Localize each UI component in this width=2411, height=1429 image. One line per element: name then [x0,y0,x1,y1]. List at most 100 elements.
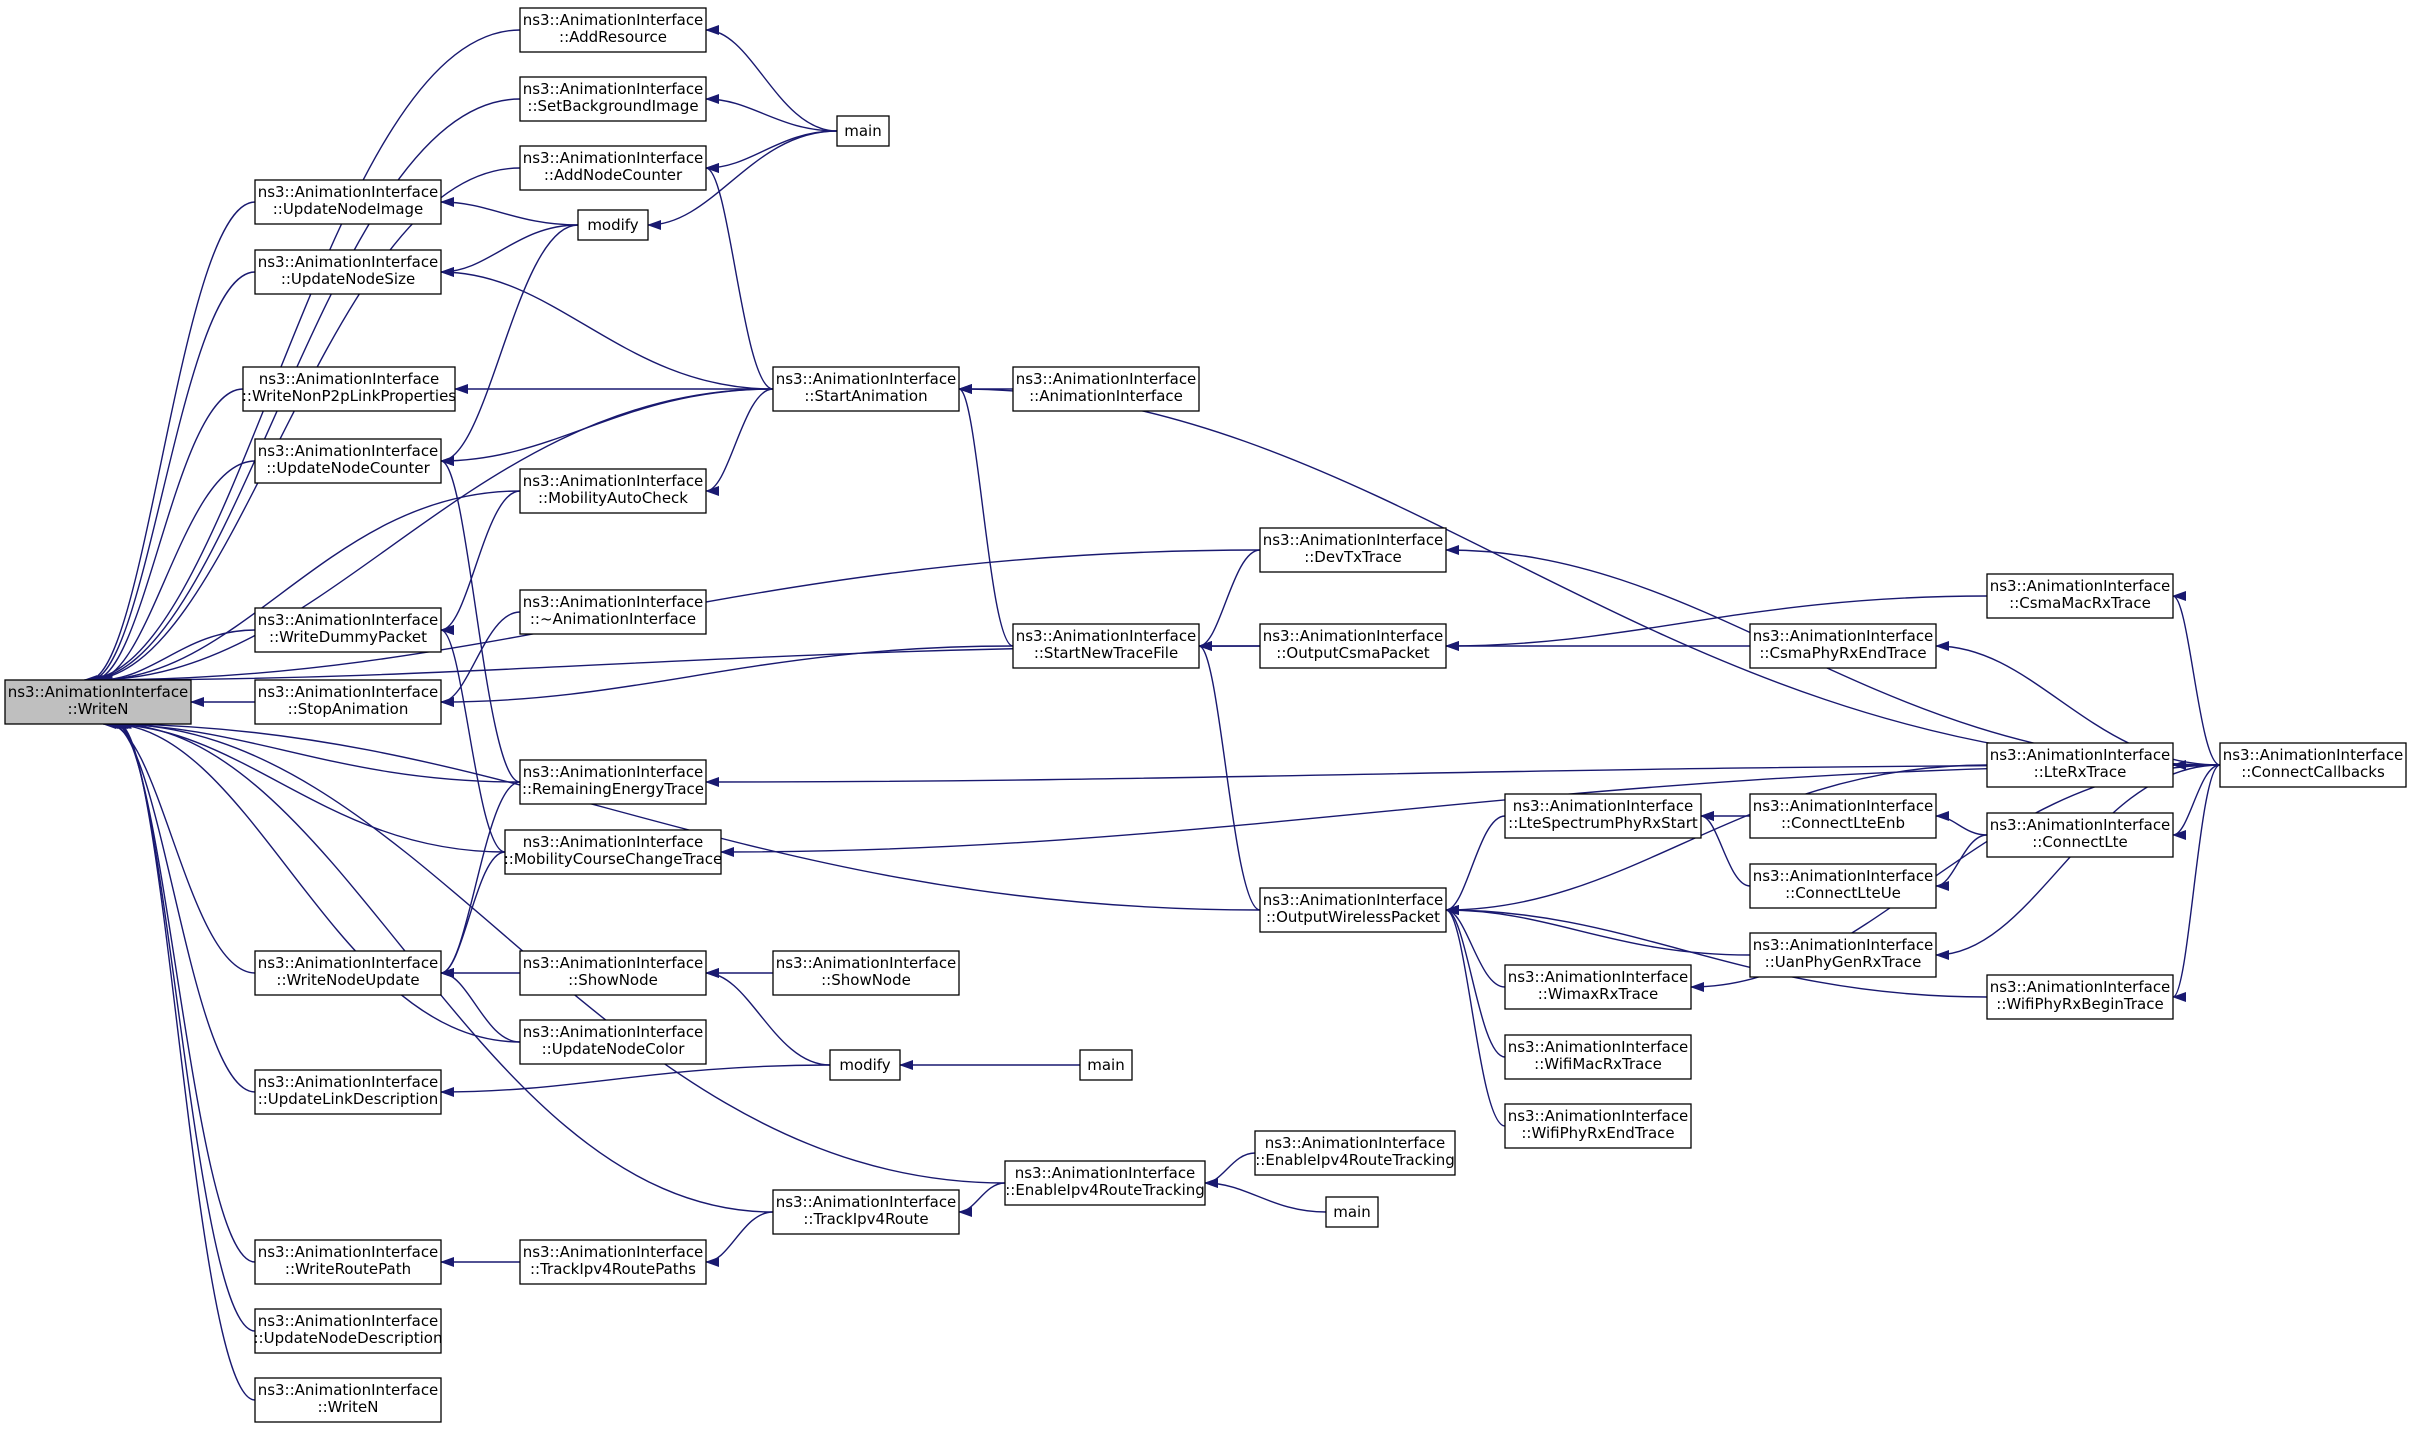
node-write-node-update[interactable]: ns3::AnimationInterface::WriteNodeUpdate [254,950,442,996]
node-modify2[interactable]: modify [829,1049,901,1081]
node-label-line1: ns3::AnimationInterface [258,611,439,629]
node-label-line2: ::StartAnimation [804,387,927,405]
node-write-route-path[interactable]: ns3::AnimationInterface::WriteRoutePath [254,1239,442,1285]
node-main3[interactable]: main [1325,1196,1379,1228]
node-label-line1: ns3::AnimationInterface [1265,1134,1446,1152]
node-label-line2: ::OutputWirelessPacket [1266,908,1440,926]
node-label-line2: ::EnableIpv4RouteTracking [1255,1151,1455,1169]
node-add-node-counter[interactable]: ns3::AnimationInterface::AddNodeCounter [519,145,707,191]
node-wifi-phy-rx-begin-trace[interactable]: ns3::AnimationInterface::WifiPhyRxBeginT… [1986,974,2174,1020]
edge-update-node-image-to-write-n-main [87,201,256,685]
node-label-line2: ::AnimationInterface [1029,387,1183,405]
node-box [519,1239,707,1285]
node-lte-spectrum-phy-rx-start[interactable]: ns3::AnimationInterface::LteSpectrumPhyR… [1504,793,1702,839]
node-stop-animation[interactable]: ns3::AnimationInterface::StopAnimation [254,679,442,725]
edge-write-node-update-to-write-n-main [106,719,256,974]
node-label-line1: ns3::AnimationInterface [1015,1164,1196,1182]
edge-enable-ipv4-route-tracking1-to-track-ipv4-route [958,1182,1006,1217]
node-csma-mac-rx-trace[interactable]: ns3::AnimationInterface::CsmaMacRxTrace [1986,573,2174,619]
node-box [519,950,707,996]
node-show-node1[interactable]: ns3::AnimationInterface::ShowNode [519,950,707,996]
node-box [254,950,442,996]
node-dtor[interactable]: ns3::AnimationInterface::~AnimationInter… [519,589,707,635]
node-output-wireless-packet[interactable]: ns3::AnimationInterface::OutputWirelessP… [1259,887,1447,933]
edge-connect-lte-to-connect-lte-enb [1935,811,1988,836]
node-remaining-energy-trace[interactable]: ns3::AnimationInterface::RemainingEnergy… [519,759,707,805]
node-label-line2: ::SetBackgroundImage [527,97,698,115]
node-lte-rx-trace[interactable]: ns3::AnimationInterface::LteRxTrace [1986,742,2174,788]
node-wifi-mac-rx-trace[interactable]: ns3::AnimationInterface::WifiMacRxTrace [1504,1034,1692,1080]
node-update-link-description[interactable]: ns3::AnimationInterface::UpdateLinkDescr… [254,1069,442,1115]
edge-uan-phy-gen-rx-trace-to-output-wireless-packet [1445,905,1751,956]
node-label-line1: ns3::AnimationInterface [1753,867,1934,885]
node-wimax-rx-trace[interactable]: ns3::AnimationInterface::WimaxRxTrace [1504,964,1692,1010]
node-label-line2: ::UpdateLinkDescription [258,1090,439,1108]
node-set-background-image[interactable]: ns3::AnimationInterface::SetBackgroundIm… [519,76,707,122]
node-track-ipv4-route[interactable]: ns3::AnimationInterface::TrackIpv4Route [772,1189,960,1235]
node-box [1504,1103,1692,1149]
node-start-animation[interactable]: ns3::AnimationInterface::StartAnimation [772,366,960,412]
node-modify1[interactable]: modify [577,209,649,241]
node-update-node-description[interactable]: ns3::AnimationInterface::UpdateNodeDescr… [253,1308,443,1354]
node-write-n-main[interactable]: ns3::AnimationInterface::WriteN [4,679,192,725]
node-mobility-auto-check[interactable]: ns3::AnimationInterface::MobilityAutoChe… [519,468,707,514]
node-dev-tx-trace[interactable]: ns3::AnimationInterface::DevTxTrace [1259,527,1447,573]
edge-start-animation-to-mobility-auto-check [705,388,774,496]
node-update-node-color[interactable]: ns3::AnimationInterface::UpdateNodeColor [519,1019,707,1065]
node-show-node2[interactable]: ns3::AnimationInterface::ShowNode [772,950,960,996]
node-write-non-p2p[interactable]: ns3::AnimationInterface::WriteNonP2pLink… [242,366,456,412]
node-label-line2: ::WimaxRxTrace [1538,985,1659,1003]
node-label-line2: ::UanPhyGenRxTrace [1765,953,1922,971]
node-csma-phy-rx-end-trace[interactable]: ns3::AnimationInterface::CsmaPhyRxEndTra… [1749,623,1937,669]
node-box [772,950,960,996]
node-write-dummy-packet[interactable]: ns3::AnimationInterface::WriteDummyPacke… [254,607,442,653]
node-wifi-phy-rx-end-trace[interactable]: ns3::AnimationInterface::WifiPhyRxEndTra… [1504,1103,1692,1149]
edge-mobility-course-change-trace-to-write-dummy-packet [440,625,506,853]
node-label-line2: ::DevTxTrace [1304,548,1402,566]
node-box [1325,1196,1379,1228]
node-connect-lte-enb[interactable]: ns3::AnimationInterface::ConnectLteEnb [1749,793,1937,839]
node-label-line1: ns3::AnimationInterface [523,833,704,851]
node-label-line1: ns3::AnimationInterface [258,1243,439,1261]
edge-start-new-trace-file-to-start-animation [958,384,1014,647]
node-label-line2: ::MobilityCourseChangeTrace [504,850,723,868]
edge-output-wireless-packet-to-write-n-main [105,719,1261,911]
edge-write-route-path-to-write-n-main [114,719,256,1263]
node-box [519,759,707,805]
node-animation-interface[interactable]: ns3::AnimationInterface::AnimationInterf… [1012,366,1200,412]
node-connect-lte[interactable]: ns3::AnimationInterface::ConnectLte [1986,812,2174,858]
node-track-ipv4-route-paths[interactable]: ns3::AnimationInterface::TrackIpv4RouteP… [519,1239,707,1285]
node-enable-ipv4-route-tracking1[interactable]: ns3::AnimationInterface::EnableIpv4Route… [1004,1160,1206,1206]
node-start-new-trace-file[interactable]: ns3::AnimationInterface::StartNewTraceFi… [1012,623,1200,669]
node-output-csma-packet[interactable]: ns3::AnimationInterface::OutputCsmaPacke… [1259,623,1447,669]
node-layer: ns3::AnimationInterface::WriteNns3::Anim… [4,7,2407,1423]
edge-modify1-to-update-node-size [440,224,579,277]
node-box [829,1049,901,1081]
node-label-line2: ::ShowNode [568,971,658,989]
edge-write-n2-to-write-n-main [117,719,256,1401]
node-label-line2: ::ShowNode [821,971,911,989]
node-label-line1: ns3::AnimationInterface [1508,1107,1689,1125]
node-enable-ipv4-route-tracking2[interactable]: ns3::AnimationInterface::EnableIpv4Route… [1254,1130,1456,1176]
node-update-node-image[interactable]: ns3::AnimationInterface::UpdateNodeImage [254,179,442,225]
node-label-line1: ns3::AnimationInterface [523,11,704,29]
node-write-n2[interactable]: ns3::AnimationInterface::WriteN [254,1377,442,1423]
node-label-line1: main [1333,1203,1370,1221]
node-mobility-course-change-trace[interactable]: ns3::AnimationInterface::MobilityCourseC… [504,829,723,875]
node-main2[interactable]: main [1079,1049,1133,1081]
node-uan-phy-gen-rx-trace[interactable]: ns3::AnimationInterface::UanPhyGenRxTrac… [1749,932,1937,978]
node-label-line2: ::WriteNodeUpdate [276,971,419,989]
node-box [254,1069,442,1115]
node-update-node-size[interactable]: ns3::AnimationInterface::UpdateNodeSize [254,249,442,295]
node-label-line2: ::WriteRoutePath [285,1260,411,1278]
node-connect-callbacks[interactable]: ns3::AnimationInterface::ConnectCallback… [2219,742,2407,788]
node-connect-lte-ue[interactable]: ns3::AnimationInterface::ConnectLteUe [1749,863,1937,909]
node-box [1012,623,1200,669]
node-add-resource[interactable]: ns3::AnimationInterface::AddResource [519,7,707,53]
node-label-line2: ::WifiPhyRxEndTrace [1521,1124,1674,1142]
node-update-node-counter[interactable]: ns3::AnimationInterface::UpdateNodeCount… [254,438,442,484]
node-main1[interactable]: main [836,115,890,147]
edge-update-node-counter-to-write-n-main [93,460,256,685]
edge-wifi-phy-rx-begin-trace-to-output-wireless-packet [1445,905,1988,998]
node-label-line2: ::AddResource [559,28,667,46]
